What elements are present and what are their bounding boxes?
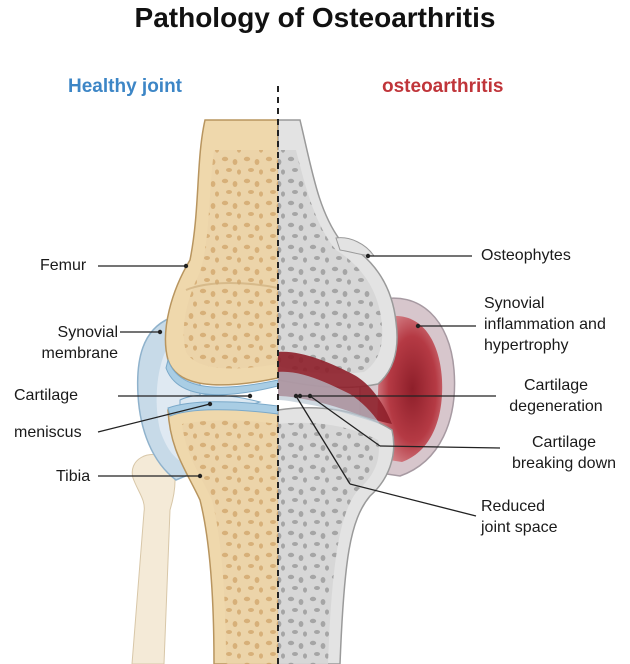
osteoarthritis-heading: osteoarthritis — [382, 76, 504, 97]
label-osteophytes: Osteophytes — [481, 247, 571, 264]
leader-lines — [97, 255, 501, 517]
page-title: Pathology of Osteoarthritis — [134, 2, 496, 33]
osteoarthritis-joint — [278, 119, 456, 664]
label-cartilage-degeneration: Cartilage degeneration — [498, 375, 614, 417]
label-cartilage-degeneration-line1: Cartilage — [523, 377, 589, 394]
label-synovial-inflammation: Synovial inflammation and hypertrophy — [484, 293, 606, 356]
label-synovial-membrane-line1: Synovial — [57, 324, 118, 341]
label-reduced-space-line1: Reduced — [481, 498, 546, 515]
fibula — [131, 453, 176, 664]
label-cartilage-breaking-down: Cartilage breaking down — [502, 432, 626, 474]
label-femur: Femur — [40, 257, 87, 274]
label-reduced-space-line2: joint space — [481, 519, 558, 536]
label-meniscus: meniscus — [14, 424, 82, 441]
healthy-joint — [131, 119, 278, 664]
label-reduced-joint-space: Reduced joint space — [481, 496, 558, 538]
label-tibia: Tibia — [56, 468, 91, 485]
tibia-cartilage — [167, 401, 278, 417]
label-cartilage-breaking-line1: Cartilage — [531, 434, 597, 451]
label-synovial-membrane-line2: membrane — [41, 345, 118, 362]
label-synovial-inflammation-line3: hypertrophy — [484, 337, 569, 354]
label-cartilage-breaking-line2: breaking down — [511, 455, 617, 472]
leader-dots — [157, 253, 421, 479]
label-synovial-inflammation-line2: inflammation and — [484, 316, 606, 333]
label-synovial-membrane: Synovial membrane — [10, 322, 118, 364]
label-cartilage-degeneration-line2: degeneration — [509, 398, 603, 415]
label-synovial-inflammation-line1: Synovial — [484, 295, 545, 312]
healthy-joint-heading: Healthy joint — [68, 76, 183, 97]
femur-cartilage — [165, 358, 278, 396]
label-cartilage: Cartilage — [14, 387, 79, 404]
